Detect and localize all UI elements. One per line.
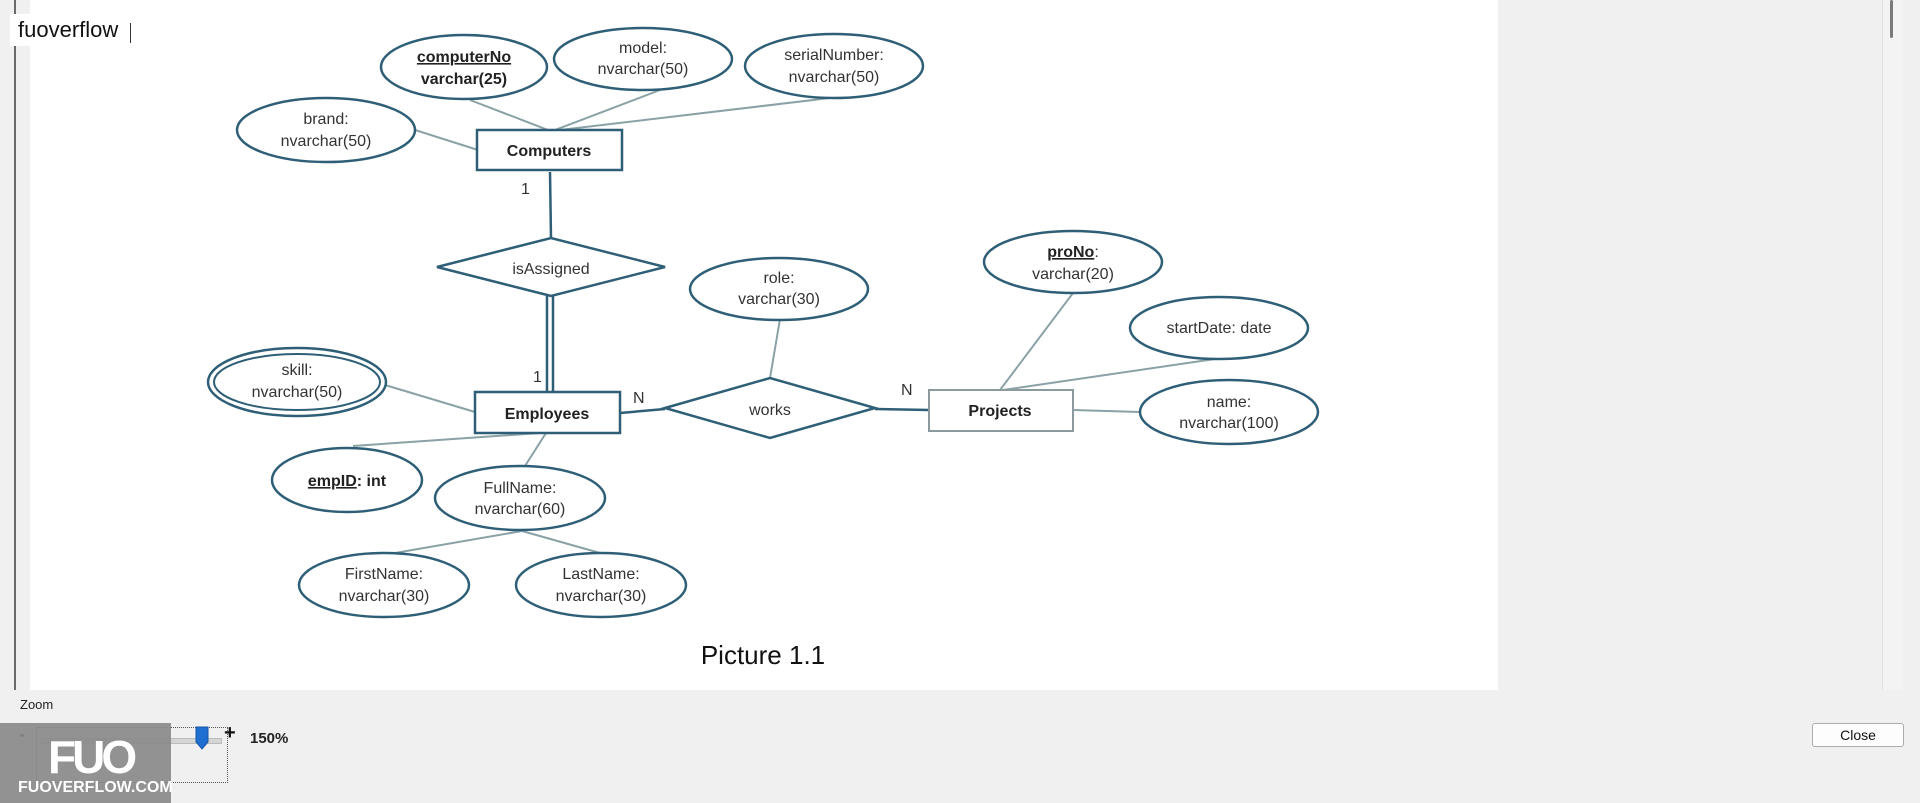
app-title-text: fuoverflow — [18, 17, 119, 42]
attribute-lastname-name: LastName: — [562, 566, 639, 583]
cardinality-computers: 1 — [521, 181, 530, 198]
attribute-prono-name: proNo — [1047, 244, 1094, 261]
attribute-prono-type: varchar(20) — [1032, 266, 1114, 283]
zoom-slider-thumb[interactable] — [195, 726, 209, 750]
entity-computers-label: Computers — [507, 143, 592, 160]
attribute-firstname: FirstName: nvarchar(30) — [297, 551, 471, 619]
attribute-serialnumber: serialNumber: nvarchar(50) — [743, 32, 925, 100]
line-fullname-employees — [524, 432, 547, 467]
line-computerno-computers — [469, 99, 549, 131]
watermark — [0, 723, 171, 803]
text-cursor — [130, 23, 132, 43]
attribute-role: role: varchar(30) — [688, 256, 870, 322]
attribute-model-type: nvarchar(50) — [598, 61, 689, 78]
attribute-fullname-name: FullName: — [484, 480, 557, 497]
image-viewer: Computers Employees Projects isAssigned … — [10, 0, 1903, 690]
zoom-panel — [0, 692, 1920, 803]
line-fullname-lastname — [521, 530, 601, 554]
line-name-projects — [1072, 409, 1141, 413]
attribute-empid-type: : int — [357, 473, 387, 490]
close-button[interactable]: Close — [1812, 723, 1904, 747]
attribute-name-type: nvarchar(100) — [1179, 415, 1279, 432]
line-works-projects — [874, 407, 930, 412]
attribute-lastname: LastName: nvarchar(30) — [514, 551, 688, 619]
attribute-name-name: name: — [1207, 394, 1251, 411]
svg-text:proNo:: proNo: — [1047, 244, 1099, 261]
line-model-computers — [554, 89, 661, 131]
line-prono-projects — [999, 292, 1074, 391]
cardinality-employees-works: N — [633, 390, 645, 407]
connector-lines — [352, 89, 1216, 554]
attribute-role-name: role: — [763, 270, 794, 287]
line-serialnumber-computers — [559, 97, 831, 131]
line-brand-computers — [414, 129, 479, 151]
attribute-serialnumber-name: serialNumber: — [784, 47, 884, 64]
relationship-lines — [545, 171, 930, 415]
entity-employees: Employees — [473, 390, 622, 435]
relationship-works-label: works — [748, 402, 791, 419]
right-gutter — [1498, 0, 1882, 690]
attribute-firstname-type: nvarchar(30) — [339, 588, 430, 605]
attribute-computerno-type: varchar(25) — [421, 71, 507, 88]
attribute-brand: brand: nvarchar(50) — [235, 96, 417, 164]
relationship-works: works — [660, 376, 880, 440]
relationship-isassigned-label: isAssigned — [512, 261, 589, 278]
attribute-empid: empID: int — [270, 446, 424, 514]
line-startdate-projects — [1002, 358, 1216, 391]
attribute-fullname: FullName: nvarchar(60) — [433, 464, 607, 532]
vertical-scrollbar[interactable] — [1882, 0, 1903, 690]
attribute-lastname-type: nvarchar(30) — [556, 588, 647, 605]
diagram-caption: Picture 1.1 — [701, 640, 825, 670]
er-diagram: Computers Employees Projects isAssigned … — [206, 26, 1320, 670]
svg-text:empID: int: empID: int — [308, 473, 387, 490]
attribute-startdate-label: startDate: date — [1167, 320, 1272, 337]
app-title: fuoverflow — [10, 14, 140, 46]
zoom-in-button[interactable]: + — [224, 722, 236, 744]
entity-projects: Projects — [928, 389, 1074, 432]
attribute-prono: proNo: varchar(20) — [982, 229, 1164, 295]
attribute-computerno: computerNo varchar(25) — [379, 33, 549, 101]
line-role-works — [769, 318, 781, 379]
attribute-skill-multivalued: skill: nvarchar(50) — [206, 346, 388, 418]
entity-employees-label: Employees — [505, 406, 590, 423]
attribute-brand-type: nvarchar(50) — [281, 133, 372, 150]
line-fullname-firstname — [394, 530, 523, 554]
watermark-logo: FUO — [48, 731, 137, 783]
line-employees-works — [619, 407, 666, 415]
attribute-name: name: nvarchar(100) — [1138, 378, 1320, 446]
attribute-skill-name: skill: — [281, 362, 312, 379]
attribute-brand-name: brand: — [303, 111, 348, 128]
attribute-serialnumber-type: nvarchar(50) — [789, 69, 880, 86]
attribute-model-name: model: — [619, 40, 667, 57]
entity-projects-label: Projects — [968, 403, 1031, 420]
zoom-value: 150% — [250, 730, 289, 747]
attribute-model: model: nvarchar(50) — [552, 26, 734, 92]
attribute-firstname-name: FirstName: — [345, 566, 423, 583]
line-skill-employees — [384, 384, 476, 413]
vertical-scrollbar-thumb[interactable] — [1890, 0, 1893, 38]
cardinality-employees-assigned: 1 — [533, 369, 542, 386]
attribute-empid-name: empID — [308, 473, 357, 490]
attribute-startdate: startDate: date — [1128, 295, 1310, 361]
cardinality-projects: N — [901, 382, 913, 399]
relationship-isassigned: isAssigned — [436, 236, 666, 298]
watermark-text: FUOVERFLOW.COM — [18, 779, 173, 796]
line-empid-employees — [352, 432, 541, 447]
left-border — [14, 0, 16, 690]
entity-computers: Computers — [475, 128, 624, 172]
zoom-label: Zoom — [20, 697, 54, 712]
attribute-skill-type: nvarchar(50) — [252, 384, 343, 401]
line-computers-isassigned — [548, 171, 553, 239]
attribute-role-type: varchar(30) — [738, 291, 820, 308]
attribute-computerno-name: computerNo — [417, 49, 511, 66]
attribute-fullname-type: nvarchar(60) — [475, 501, 566, 518]
